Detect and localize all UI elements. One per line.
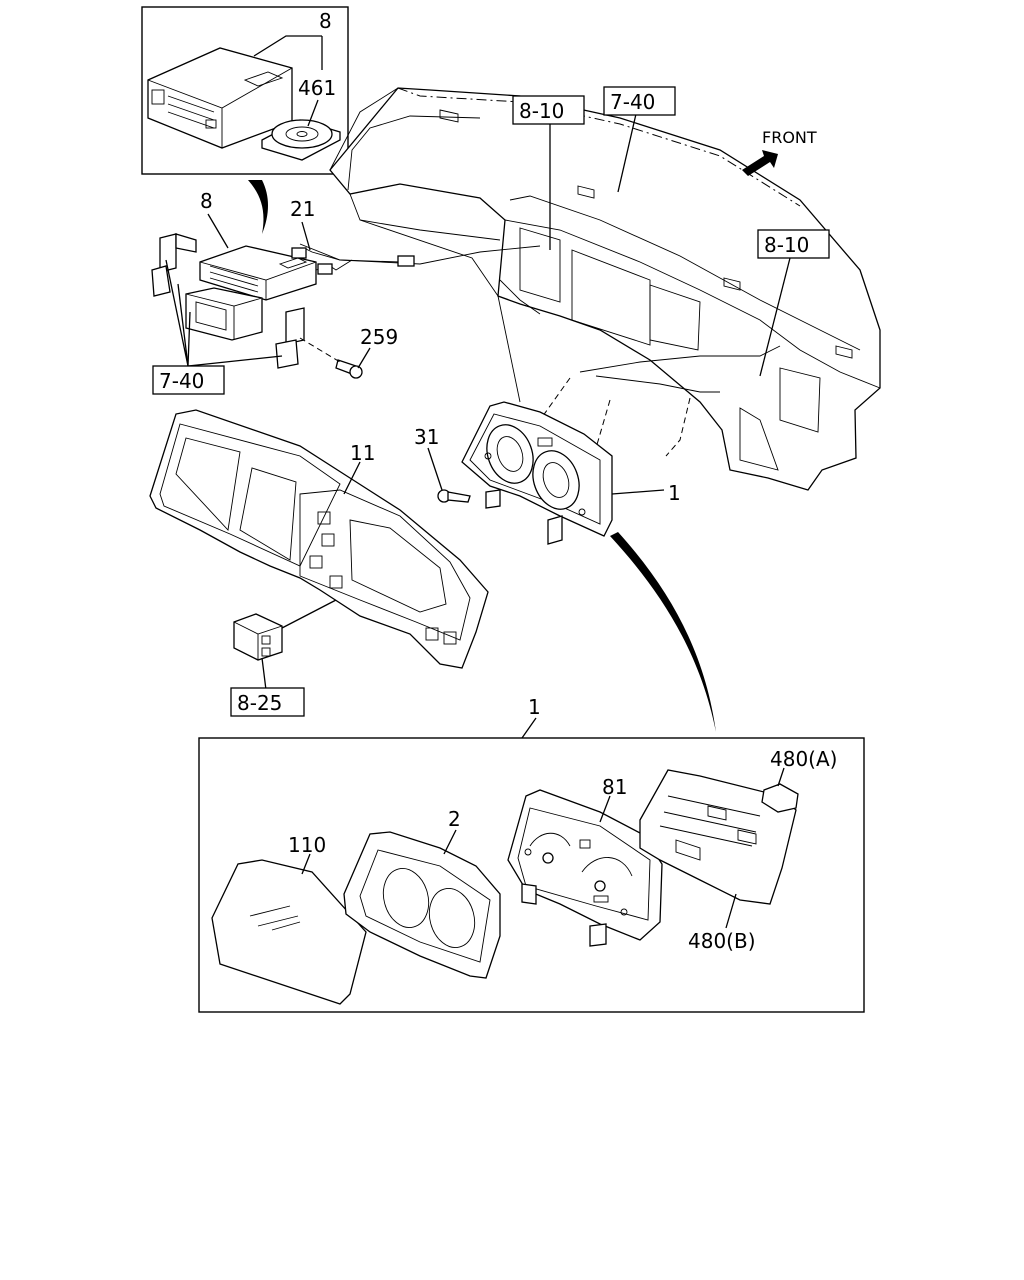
dashboard-panel: [299, 87, 881, 491]
ref-8-25-label: 8-25: [237, 691, 282, 715]
ref-7-40-left[interactable]: 7-40: [152, 365, 225, 395]
front-indicator: FRONT: [742, 128, 817, 176]
callout-461: 461: [298, 76, 336, 100]
callout-480a: 480(A): [770, 747, 837, 771]
callout-11: 11: [350, 441, 375, 465]
callout-8: 8: [200, 189, 213, 213]
front-arrow-icon: [742, 150, 778, 176]
ref-8-10-right[interactable]: 8-10: [757, 229, 830, 259]
ref-8-10-right-label: 8-10: [764, 233, 809, 257]
ref-7-40-top-label: 7-40: [610, 90, 655, 114]
radio-inset: 8 461: [141, 6, 349, 175]
callout-1: 1: [668, 481, 681, 505]
cluster-detail-box: 1 110 2 81 480(B): [198, 695, 865, 1013]
detail-arrow-cluster: [610, 532, 716, 732]
detail-arrow-radio: [248, 180, 268, 234]
instrument-cluster: 31 1: [414, 401, 681, 545]
callout-21: 21: [290, 197, 315, 221]
ref-8-25[interactable]: 8-25: [230, 687, 305, 717]
callout-480b: 480(B): [688, 929, 756, 953]
callout-31: 31: [414, 425, 439, 449]
callout-8-inset: 8: [319, 9, 332, 33]
front-label: FRONT: [762, 128, 817, 147]
callout-2: 2: [448, 807, 461, 831]
instrument-bezel: 11: [149, 409, 489, 691]
ref-8-10-top[interactable]: 8-10: [512, 95, 585, 125]
callout-259: 259: [360, 325, 398, 349]
callout-1-detail: 1: [528, 695, 541, 719]
callout-110: 110: [288, 833, 326, 857]
ref-8-10-top-label: 8-10: [519, 99, 564, 123]
radio-assembly: 259 8 21: [151, 189, 415, 379]
callout-81: 81: [602, 775, 627, 799]
ref-7-40-top[interactable]: 7-40: [603, 86, 676, 116]
ref-7-40-left-label: 7-40: [159, 369, 204, 393]
